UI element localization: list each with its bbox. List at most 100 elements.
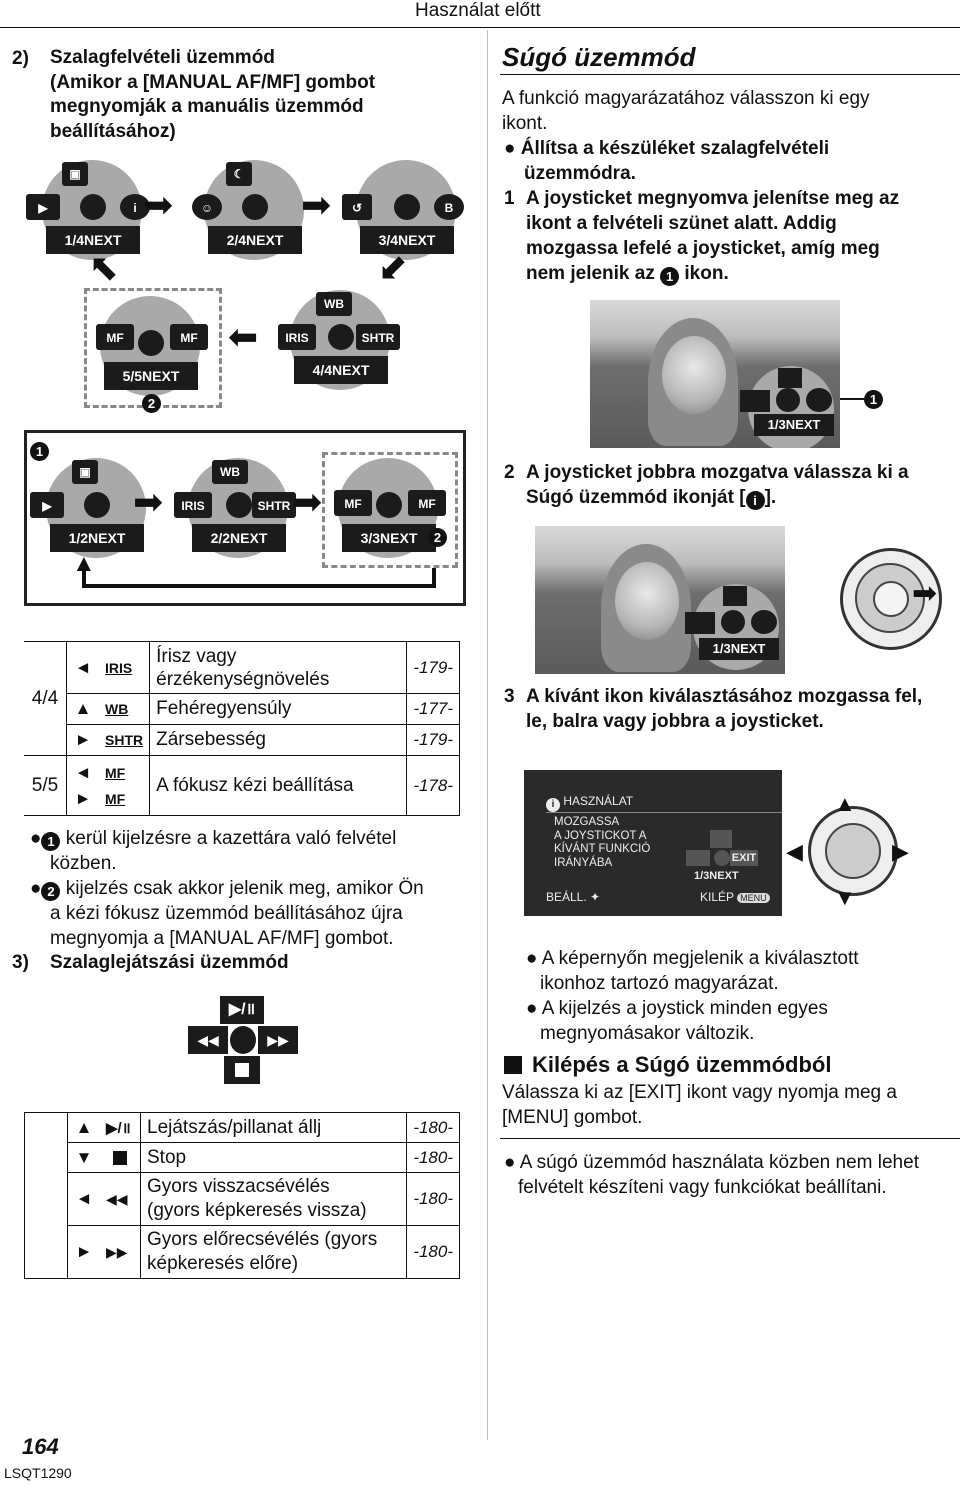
help-mode-icon bbox=[710, 830, 732, 848]
menu-4-4: WB IRIS SHTR 4/4NEXT bbox=[272, 290, 412, 390]
playback-function-table: ▲ ▶/॥ Lejátszás/pillanat állj -180- ▼ St… bbox=[24, 1112, 460, 1279]
section-square-icon bbox=[504, 1056, 522, 1074]
callout-2: 2 bbox=[428, 528, 447, 547]
help-title: i HASZNÁLAT bbox=[546, 794, 633, 812]
group-label: 5/5 bbox=[24, 755, 67, 816]
page-number: 164 bbox=[22, 1434, 59, 1459]
rewind-icon: ◀◀ bbox=[188, 1026, 228, 1054]
joystick-graphic bbox=[840, 548, 942, 650]
night-mode-icon: ☾ bbox=[226, 162, 252, 186]
arrow-up-icon: ▲ bbox=[72, 550, 96, 577]
step-3-text: A kívánt ikon kiválasztásához mozgassa f… bbox=[526, 686, 923, 732]
item3-number: 3) bbox=[12, 952, 29, 973]
arrow-right-icon: ➡ bbox=[133, 481, 164, 522]
manual-mode-box bbox=[24, 430, 466, 606]
item2-number: 2) bbox=[12, 48, 29, 69]
rewind-icon: ◀◀ bbox=[100, 1172, 141, 1226]
backlight-icon bbox=[686, 850, 710, 866]
menu-1-4: ▣ ▶ i 1/4NEXT bbox=[24, 160, 164, 260]
header-rule bbox=[0, 27, 960, 28]
wb-icon: WB bbox=[212, 460, 248, 484]
arrow-right-icon: ➡ bbox=[143, 184, 174, 225]
wb-icon: WB bbox=[316, 292, 352, 316]
step-1-number: 1 bbox=[504, 188, 515, 209]
mf-plus-icon: MF bbox=[105, 790, 126, 807]
item3-title: Szalaglejátszási üzemmód bbox=[50, 952, 289, 973]
mf-minus-icon: MF bbox=[105, 764, 126, 781]
menu-2-4: ☾ ☺ 2/4NEXT bbox=[186, 160, 326, 260]
item2-title: Szalagfelvételi üzemmód(Amikor a [MANUAL… bbox=[50, 47, 376, 142]
return-loop-line bbox=[82, 568, 436, 588]
fade-icon: ↺ bbox=[342, 194, 372, 220]
callout-2: 2 bbox=[142, 394, 161, 413]
fast-forward-icon: ▶▶ bbox=[258, 1026, 298, 1054]
mf-minus-icon: MF bbox=[334, 490, 372, 516]
info-icon: i bbox=[745, 491, 765, 510]
mf-plus-icon: MF bbox=[408, 490, 446, 516]
bullet-setup: ● Állítsa a készüléket szalagfelvételi ü… bbox=[504, 138, 830, 184]
backlight-comp-icon: B bbox=[434, 194, 464, 220]
step-2-number: 2 bbox=[504, 462, 515, 483]
menu-1-2: ▣ ▶ 1/2NEXT bbox=[28, 458, 168, 558]
camera-screen-photo-2: 1/3NEXT bbox=[535, 526, 785, 674]
stop-icon bbox=[100, 1142, 141, 1173]
arrow-right-icon: ▶ bbox=[892, 839, 909, 864]
note-1: ●1 kerül kijelzésre a kazettára való fel… bbox=[30, 828, 397, 874]
fast-forward-icon: ▶▶ bbox=[100, 1225, 141, 1279]
menu-3-3: MF MF 3/3NEXT bbox=[320, 458, 460, 558]
note-rule bbox=[500, 1138, 960, 1139]
help-next: 1/3NEXT bbox=[694, 870, 739, 882]
mf-minus-icon: MF bbox=[96, 324, 134, 350]
arrow-down-icon: ▼ bbox=[834, 885, 856, 910]
arrow-left-icon: ◀ bbox=[786, 839, 803, 864]
arrow-right-icon: ➡ bbox=[292, 481, 323, 522]
info-icon: i bbox=[120, 194, 150, 220]
mf-plus-icon: MF bbox=[170, 324, 208, 350]
iris-icon: IRIS bbox=[99, 641, 151, 694]
shutter-icon: SHTR bbox=[99, 724, 151, 756]
exit-icon: EXIT bbox=[730, 850, 758, 866]
iris-icon: IRIS bbox=[278, 324, 316, 350]
column-divider bbox=[487, 30, 488, 1440]
step-3-number: 3 bbox=[504, 686, 515, 707]
arrow-up-icon: ▲ bbox=[834, 791, 856, 816]
exit-heading: Kilépés a Súgó üzemmódból bbox=[532, 1052, 832, 1077]
arrow-right-icon: ➡ bbox=[301, 184, 332, 225]
callout-line bbox=[840, 398, 864, 400]
iris-icon: IRIS bbox=[174, 492, 212, 518]
play-pause-icon: ▶/॥ bbox=[220, 996, 264, 1024]
backlight-icon: ▶ bbox=[30, 492, 64, 518]
camera-screen-photo-1: 1/3NEXT bbox=[590, 300, 840, 448]
dashed-frame bbox=[322, 452, 458, 568]
callout-1: 1 bbox=[30, 442, 49, 461]
menu-2-2: WB IRIS SHTR 2/2NEXT bbox=[170, 458, 310, 558]
bullet-note: ● A súgó üzemmód használata közben nem l… bbox=[504, 1152, 919, 1198]
playback-menu: ▶/॥ ◀◀ ▶▶ bbox=[184, 996, 300, 1086]
joystick-4way-graphic bbox=[808, 806, 898, 896]
intro-text: A funkció magyarázatához válasszon ki eg… bbox=[502, 88, 870, 134]
page-title: Súgó üzemmód bbox=[502, 42, 696, 72]
document-code: LSQT1290 bbox=[4, 1465, 72, 1481]
step-2-text: A joysticket jobbra mozgatva válassza ki… bbox=[526, 462, 909, 510]
menu-5-5: MF MF 5/5NEXT bbox=[82, 296, 222, 396]
arrow-left-icon: ➡ bbox=[228, 316, 259, 357]
wb-icon: WB bbox=[99, 693, 151, 725]
shutter-icon: SHTR bbox=[252, 492, 296, 518]
help-mode-icon: ▣ bbox=[62, 162, 88, 186]
play-pause-icon: ▶/॥ bbox=[100, 1112, 141, 1143]
title-rule bbox=[500, 74, 960, 75]
section-header: Használat előtt bbox=[415, 0, 541, 21]
set-button[interactable]: BEÁLL. ✦ bbox=[546, 890, 601, 904]
help-mode-icon: ▣ bbox=[72, 460, 98, 484]
menu-3-4: ↺ B 3/4NEXT bbox=[338, 160, 478, 260]
bullet-explanation: ● A képernyőn megjelenik a kiválasztott … bbox=[526, 948, 859, 1044]
portrait-icon: ☺ bbox=[192, 194, 222, 220]
group-label: 4/4 bbox=[24, 641, 67, 756]
exit-button[interactable]: KILÉP MENU bbox=[700, 890, 770, 904]
backlight-icon: ▶ bbox=[26, 194, 60, 220]
stop-icon bbox=[224, 1056, 260, 1084]
